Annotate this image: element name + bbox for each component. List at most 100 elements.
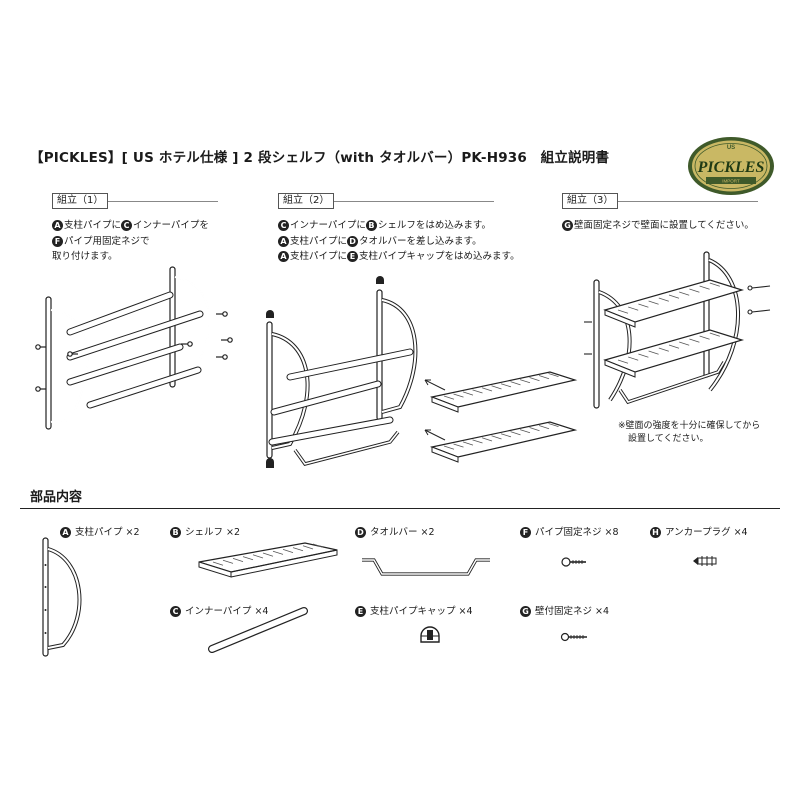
shelf-slat: [689, 338, 700, 343]
instruction-text: 取り付けます。: [52, 251, 118, 262]
part-b-label: B シェルフ ×2: [170, 524, 240, 538]
part-badge: E: [347, 251, 359, 262]
shelf-slat: [538, 425, 550, 430]
part-h-label: H アンカープラグ ×4: [650, 524, 748, 538]
shelf-slat: [312, 543, 324, 548]
shelf-slat: [679, 291, 690, 296]
part-h-name: アンカープラグ ×4: [665, 527, 748, 538]
part-f-name: パイプ固定ネジ ×8: [535, 527, 619, 538]
shelf-slat: [679, 341, 690, 346]
shelf-slat: [699, 335, 710, 340]
instruction-text: 支柱パイプに: [290, 235, 348, 247]
shelf-slat: [628, 306, 639, 311]
part-badge: A: [278, 235, 289, 247]
part-d-badge: D: [355, 527, 366, 538]
shelf-slat: [617, 359, 629, 364]
part-b-name: シェルフ ×2: [185, 527, 241, 538]
shelf-slat: [472, 389, 483, 394]
shelf-icon: [198, 542, 338, 578]
part-e-label: E 支柱パイプキャップ ×4: [355, 603, 473, 617]
shelf-slat: [638, 353, 649, 358]
assembly-step-3-illustration: [584, 251, 771, 409]
shelf-slat: [648, 350, 659, 355]
inner-pipe-icon: [208, 607, 308, 653]
shelf-slat: [648, 300, 659, 305]
anchor-plug-icon: [693, 556, 717, 566]
part-badge: C: [121, 220, 133, 231]
shelf-slat: [548, 373, 559, 378]
pipe-cap-icon: [420, 626, 440, 643]
step-1-divider: [108, 201, 218, 202]
assembly-step-1-illustration: [35, 266, 233, 430]
shelf-slat: [529, 427, 540, 432]
shelf-slat: [242, 556, 254, 561]
shelf-slat: [668, 294, 680, 299]
instruction-text: 支柱パイプに: [64, 220, 122, 231]
shelf-slat: [709, 282, 720, 287]
logo-top-text: US: [727, 145, 735, 151]
part-g-badge: G: [520, 606, 531, 617]
part-f-badge: F: [520, 527, 531, 538]
parts-section-title: 部品内容: [30, 490, 83, 505]
instruction-line: 取り付けます。: [52, 249, 209, 265]
instruction-text: タオルバーを差し込みます。: [359, 235, 482, 247]
shelf-slat: [519, 379, 531, 384]
shelf-slat: [232, 558, 244, 562]
instruction-text: インナーパイプに: [290, 220, 366, 231]
part-d-label: D タオルバー ×2: [355, 524, 435, 538]
shelf-slat: [709, 332, 720, 337]
shelf-slat: [548, 423, 559, 428]
instruction-text: 壁面固定ネジで壁面に設置してください。: [574, 220, 754, 231]
page-title: 【PICKLES】[ US ホテル仕様 ] 2 段シェルフ（with タオルバー…: [30, 150, 610, 166]
shelf-slat: [472, 439, 483, 444]
part-f-label: F パイプ固定ネジ ×8: [520, 524, 619, 538]
shelf-slat: [689, 288, 700, 293]
part-b-badge: B: [170, 527, 181, 538]
shelf-slat: [272, 550, 284, 555]
wall-strength-note: ※壁面の強度を十分に確保してから 設置してください。: [618, 420, 760, 446]
step-2-divider: [334, 201, 494, 202]
shelf-slat: [638, 303, 649, 308]
part-e-name: 支柱パイプキャップ ×4: [370, 606, 473, 617]
logo-bottom-text: IMPORT: [722, 179, 740, 184]
wall-screw-icon: [560, 632, 587, 642]
arrow-icon: [424, 379, 446, 441]
part-g-label: G 壁付固定ネジ ×4: [520, 603, 609, 617]
part-c-label: C インナーパイプ ×4: [170, 603, 268, 617]
instruction-text: パイプ用固定ネジで: [64, 235, 150, 247]
shelf-slat: [510, 431, 521, 436]
part-e-badge: E: [355, 606, 366, 617]
part-badge: C: [278, 220, 289, 231]
parts-divider: [20, 508, 780, 509]
shelf-slat: [510, 381, 521, 386]
shelf-slat: [519, 429, 531, 434]
shelf-slat: [212, 561, 224, 566]
step-1-label: 組立（1）: [52, 193, 109, 209]
shelf-slat: [500, 383, 512, 388]
note-line-2: 設置してください。: [628, 434, 709, 444]
part-g-name: 壁付固定ネジ ×4: [535, 606, 610, 617]
shelf-slat: [617, 309, 629, 314]
part-badge: F: [52, 235, 63, 247]
shelf-slat: [453, 393, 464, 398]
shelf-slat: [282, 549, 294, 553]
shelf-slat: [292, 547, 304, 552]
shelf-upper: [429, 371, 578, 413]
shelf-slat: [529, 377, 540, 382]
step-2-label: 組立（2）: [278, 193, 335, 209]
shelf-slat: [628, 356, 639, 361]
part-c-badge: C: [170, 606, 181, 617]
shelf-slat: [500, 433, 512, 438]
shelf-slat: [462, 391, 474, 396]
shelf-slat: [538, 375, 550, 380]
part-a-badge: A: [60, 527, 71, 538]
shelf-slat: [658, 347, 669, 352]
part-c-name: インナーパイプ ×4: [185, 606, 269, 617]
part-h-badge: H: [650, 527, 661, 538]
part-badge: A: [278, 251, 289, 262]
shelf-slat: [699, 285, 710, 290]
